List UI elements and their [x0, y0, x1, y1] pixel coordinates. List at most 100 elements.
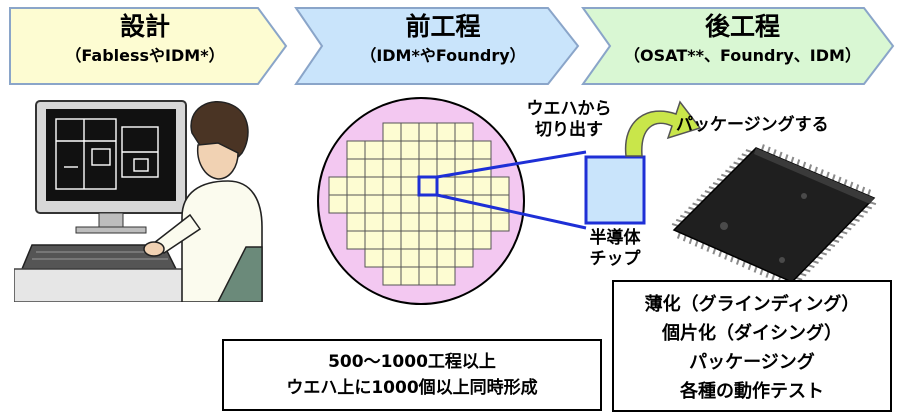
ic-pin — [706, 245, 711, 252]
ic-pin — [796, 159, 801, 166]
ic-pin — [837, 176, 842, 184]
back-end-process-note: 薄化（グラインディング） 個片化（ダイシング） パッケージング 各種の動作テスト — [612, 280, 892, 412]
ic-pin — [725, 169, 732, 174]
ic-pin — [803, 268, 811, 273]
ic-pin — [808, 264, 815, 269]
wafer-die — [436, 140, 456, 160]
wafer-die — [382, 248, 402, 268]
ic-pin — [735, 258, 740, 265]
ic-pin — [802, 161, 807, 169]
wafer-die — [346, 140, 366, 160]
wafer-die — [364, 158, 384, 178]
wafer-die — [472, 212, 492, 232]
ic-pin — [766, 146, 771, 154]
ic-pin — [771, 273, 776, 281]
ic-pin — [816, 255, 823, 260]
wafer-die — [418, 212, 438, 232]
back-end-stage-subtitle: （OSAT**、Foundry、IDM） — [624, 46, 861, 65]
ic-pin — [741, 153, 749, 158]
ic-pin — [799, 272, 807, 277]
front-note-line-2: ウエハ上に1000個以上同時形成 — [286, 378, 538, 398]
ic-pin — [676, 232, 681, 239]
wafer-die — [382, 122, 402, 142]
wafer-die — [400, 140, 420, 160]
packaging-label: パッケージングする — [676, 115, 829, 135]
chip-label-line-1: 半導体 — [589, 228, 641, 248]
wafer-die — [436, 266, 456, 286]
wafer-die — [346, 176, 366, 196]
ic-pin — [819, 169, 824, 176]
ic-pin — [760, 144, 765, 151]
ic-pin — [729, 165, 736, 170]
ic-pin — [784, 154, 789, 161]
wafer-die — [436, 122, 456, 142]
wafer-die — [454, 140, 474, 160]
ic-pin — [700, 194, 708, 199]
wafer-die — [364, 230, 384, 250]
wafer-die — [382, 158, 402, 178]
wafer-die — [346, 158, 366, 178]
cut-from-wafer-label: ウエハから 切り出す — [512, 99, 626, 141]
wafer-die — [418, 230, 438, 250]
wafer-die — [400, 230, 420, 250]
wafer-die — [436, 248, 456, 268]
cut-label-line-2: 切り出す — [535, 120, 603, 140]
wafer-die — [400, 122, 420, 142]
wafer-die — [364, 194, 384, 214]
ic-pin — [759, 268, 764, 276]
front-note-line-1: 500～1000工程以上 — [328, 352, 496, 372]
back-end-stage-arrow — [581, 7, 895, 85]
selected-die — [417, 175, 439, 197]
wafer-die — [346, 194, 366, 214]
wafer-die — [454, 122, 474, 142]
ic-pin — [712, 181, 720, 186]
ic-pin — [828, 243, 836, 248]
ic-pin — [857, 213, 864, 218]
wafer-die — [364, 212, 384, 232]
ic-pin — [861, 186, 866, 194]
wafer-die — [472, 140, 492, 160]
packaged-ic-illustration — [671, 144, 877, 286]
wafer-die — [454, 248, 474, 268]
wafer-die — [382, 194, 402, 214]
ic-pin — [682, 234, 687, 242]
design-stage-title: 設計 — [119, 12, 170, 41]
wafer-die — [382, 266, 402, 286]
wafer-die — [382, 212, 402, 232]
ic-pin — [716, 177, 724, 182]
ic-pin — [688, 206, 695, 211]
ic-pin — [679, 214, 687, 219]
ic-pin — [844, 226, 852, 231]
wafer-die — [472, 176, 492, 196]
back-end-stage-title: 後工程 — [704, 12, 780, 41]
ic-pin — [778, 151, 783, 159]
cut-label-line-1: ウエハから — [526, 99, 612, 119]
chip-link-line-top — [436, 150, 587, 179]
ic-pin — [820, 251, 828, 256]
ic-pin — [825, 171, 830, 179]
ic-pin — [867, 189, 872, 196]
ic-pin — [688, 237, 693, 245]
wafer-die — [454, 230, 474, 250]
ic-pin — [853, 218, 860, 222]
ic-pin — [840, 230, 848, 235]
ic-pin — [720, 173, 728, 178]
ic-pin — [772, 149, 777, 156]
wafer-die — [436, 212, 456, 232]
ic-pin — [843, 179, 848, 186]
back-note-line-1: 薄化（グラインディング） — [644, 294, 860, 315]
wafer-die — [418, 194, 438, 214]
wafer-die — [364, 176, 384, 196]
ic-pin — [865, 205, 873, 210]
ic-pin — [861, 209, 869, 214]
wafer-die — [328, 176, 348, 196]
ic-pin — [790, 156, 795, 164]
wafer-die — [400, 212, 420, 232]
ic-pin — [795, 276, 803, 281]
semiconductor-chip-label: 半導体 チップ — [574, 228, 656, 270]
wafer-die — [418, 248, 438, 268]
ic-pin — [753, 266, 758, 273]
back-note-line-4: 各種の動作テスト — [680, 381, 824, 402]
